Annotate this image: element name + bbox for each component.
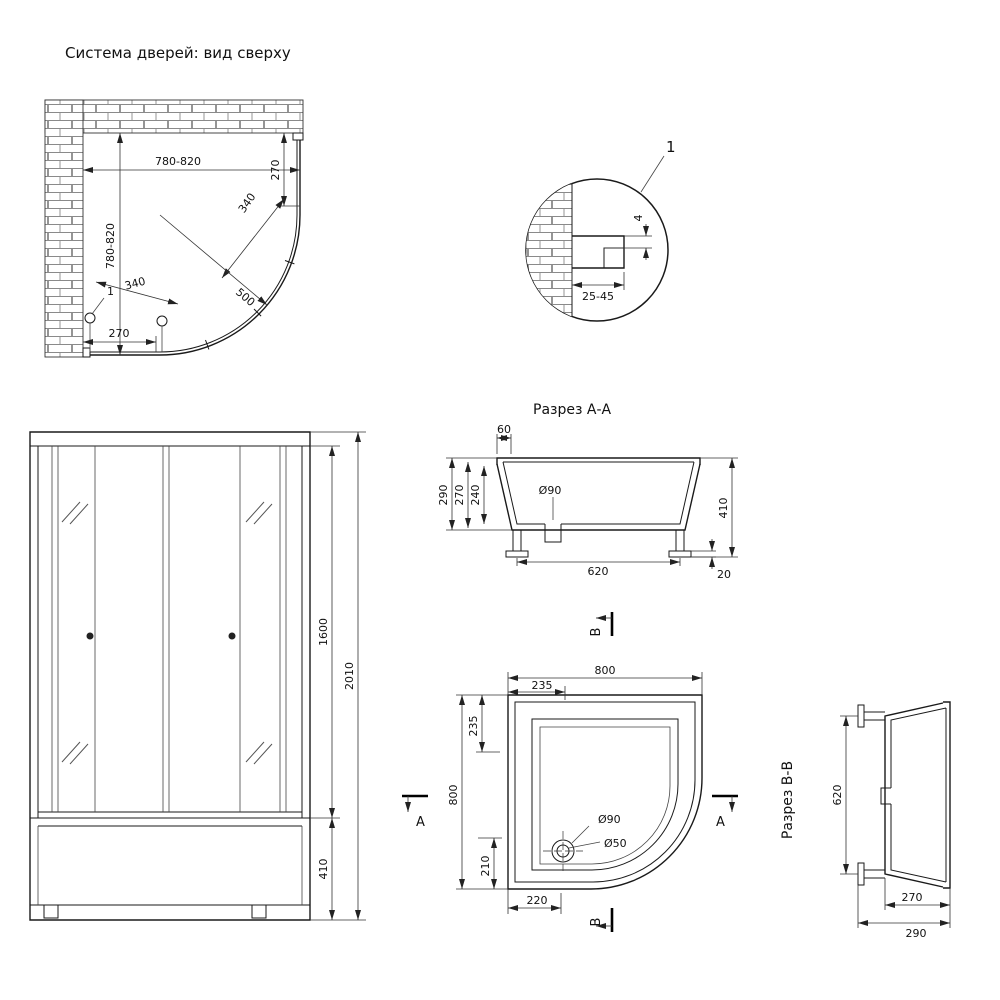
door-handle-right <box>228 632 236 640</box>
dim-aa-depth-total: 290 <box>437 485 450 506</box>
detail-profile-outer <box>572 235 625 269</box>
detail-view: 4 25-45 1 <box>525 138 676 322</box>
tray-basin-bottom <box>539 726 671 865</box>
roller-stems <box>89 323 163 352</box>
cabin-outline <box>29 431 311 921</box>
dim-aa-drain: Ø90 <box>539 484 562 497</box>
drain-leaders <box>568 825 601 849</box>
dim-drain-left: 220 <box>527 894 548 907</box>
wall-profile-top <box>292 132 304 141</box>
dim-bb-depth-total: 290 <box>906 927 927 940</box>
aa-outer-walls <box>496 463 701 531</box>
marker-a-right-label: А <box>716 815 725 830</box>
section-aa: Разрез А-А Ø90 60 290 270 240 620 410 <box>437 402 738 581</box>
aa-foot-left <box>505 550 529 558</box>
plan-callout-leader <box>91 297 105 315</box>
drain-centerlines <box>543 831 583 871</box>
dim-aa-foot: 20 <box>717 568 731 581</box>
dim-tray-offset-top: 235 <box>532 679 553 692</box>
detail-callout-leader <box>640 155 665 193</box>
cabin-foot-left <box>43 904 59 919</box>
aa-inner-walls <box>502 461 695 525</box>
detail-callout-label: 1 <box>666 138 676 156</box>
cabin-foot-right <box>251 904 267 919</box>
section-aa-title: Разрез А-А <box>533 402 611 418</box>
dim-bb-leg-span: 620 <box>831 785 844 806</box>
ext-front-dims <box>310 431 366 921</box>
page-title: Система дверей: вид сверху <box>65 44 291 62</box>
door-handle-left <box>86 632 94 640</box>
dim-aa-leg-span: 620 <box>588 565 609 578</box>
door-roller-left <box>84 312 96 324</box>
dim-line-door-top <box>221 198 285 279</box>
dim-tray-height: 410 <box>317 859 330 880</box>
section-marker-b-top: В <box>589 612 614 637</box>
section-marker-a-right: А <box>712 794 738 830</box>
dim-drain-bottom: 210 <box>479 856 492 877</box>
dim-aa-height: 410 <box>717 498 730 519</box>
dim-bb-depth-inner: 270 <box>902 891 923 904</box>
marker-b-top-label: В <box>589 628 604 637</box>
aa-legs <box>512 530 685 551</box>
aa-drain-trap <box>544 524 562 543</box>
bb-legs <box>864 711 885 879</box>
dim-door-top: 340 <box>236 191 259 216</box>
dim-side-panel: 270 <box>269 160 282 181</box>
aa-rim <box>496 457 701 465</box>
dim-plan-width: 780-820 <box>155 155 201 168</box>
dim-drain-outer: Ø90 <box>598 813 621 826</box>
drain-outer-circle <box>551 839 575 863</box>
door-roller-right <box>156 315 168 327</box>
dim-drain-inner: Ø50 <box>604 837 627 850</box>
top-wall-brick <box>44 99 304 134</box>
tray-basin-edge <box>531 718 679 871</box>
tray-plan-view: Ø90 Ø50 800 235 800 235 210 220 <box>447 664 703 914</box>
ext-aa-rim <box>496 434 512 454</box>
door-division-ticks <box>205 260 295 350</box>
glass-divisions <box>51 446 287 812</box>
dim-bottom-panel: 270 <box>109 327 130 340</box>
glass-hatch-marks <box>61 501 273 765</box>
bb-inner-walls <box>890 707 947 883</box>
dim-total-height: 2010 <box>343 662 356 690</box>
dim-door-left: 340 <box>123 275 147 293</box>
dim-plan-depth: 780-820 <box>104 223 117 269</box>
bb-drain-trap <box>880 787 891 805</box>
dim-line-radius <box>159 214 268 306</box>
dim-tray-offset-left: 235 <box>467 716 480 737</box>
dim-aa-depth-inner: 270 <box>453 485 466 506</box>
plan-top-view: 1 780-820 780-820 270 340 340 500 270 <box>44 99 304 358</box>
section-bb: Разрез В-В 620 270 290 <box>780 701 951 940</box>
tray-panel-sides <box>37 826 303 905</box>
marker-b-bottom-label: В <box>589 918 604 927</box>
dim-line-door-left <box>95 281 179 305</box>
aa-foot-right <box>668 550 692 558</box>
dim-tray-width: 800 <box>595 664 616 677</box>
dim-detail-range: 25-45 <box>582 290 614 303</box>
marker-a-left-label: А <box>416 815 425 830</box>
dim-detail-gap: 4 <box>632 215 645 222</box>
front-view: 1600 2010 410 <box>29 431 366 921</box>
tray-rim-edge <box>514 701 696 883</box>
dim-glass-height: 1600 <box>317 618 330 646</box>
tray-outer-edge <box>507 694 703 890</box>
bb-outer-walls <box>884 702 944 888</box>
bb-foot-top <box>857 704 865 728</box>
dim-tray-depth: 800 <box>447 785 460 806</box>
wall-profile-left <box>82 347 91 358</box>
dim-aa-rim-width: 60 <box>497 423 511 436</box>
section-marker-a-left: А <box>402 794 428 830</box>
section-marker-b-bottom: В <box>589 908 614 932</box>
dim-radius: 500 <box>233 286 257 309</box>
bb-foot-bottom <box>857 862 865 886</box>
dim-aa-depth-basin: 240 <box>469 485 482 506</box>
left-wall-brick <box>44 99 84 358</box>
section-bb-title: Разрез В-В <box>780 761 796 839</box>
bb-rim <box>943 701 951 889</box>
ext-aa-foot <box>691 550 716 558</box>
